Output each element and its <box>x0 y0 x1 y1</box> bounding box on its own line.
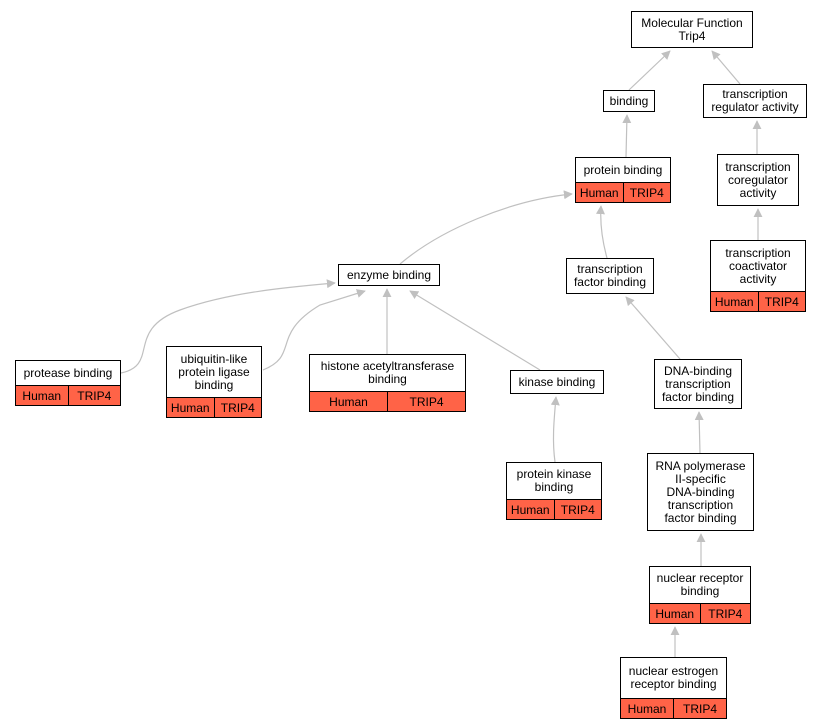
go-term-label: histone acetyltransferase binding <box>320 359 455 386</box>
is-a-edge <box>622 114 632 158</box>
go-term-label: enzyme binding <box>346 267 432 282</box>
is-a-edge <box>262 289 366 371</box>
gene-cell: TRIP4 <box>757 292 806 311</box>
go-term-node[interactable]: Molecular Function Trip4 <box>631 11 753 48</box>
gene-cell: TRIP4 <box>622 183 671 202</box>
gene-cell: TRIP4 <box>673 699 726 718</box>
gene-cell: TRIP4 <box>553 500 602 519</box>
go-term-label: nuclear receptor binding <box>656 571 744 598</box>
go-term-node[interactable]: DNA-binding transcription factor binding <box>654 359 742 409</box>
go-term-node[interactable]: transcription factor binding <box>566 258 654 294</box>
gene-cell: TRIP4 <box>699 604 751 623</box>
go-term-label: kinase binding <box>518 374 596 389</box>
species-cell: Human <box>714 294 754 309</box>
go-term-node[interactable]: RNA polymerase II-specific DNA-binding t… <box>647 453 754 531</box>
go-term-label: Molecular Function Trip4 <box>641 15 743 43</box>
go-term-label: transcription factor binding <box>573 262 647 289</box>
go-term-label: transcription coactivator activity <box>725 245 791 286</box>
go-term-node[interactable]: transcription coregulator activity <box>717 154 799 206</box>
go-term-node[interactable]: transcription regulator activity <box>703 84 807 118</box>
is-a-edge <box>120 279 336 374</box>
is-a-edge <box>596 205 608 259</box>
go-term-node[interactable]: kinase binding <box>510 370 604 394</box>
go-term-node[interactable]: enzyme binding <box>338 264 440 286</box>
go-term-label: transcription regulator activity <box>711 87 799 114</box>
annotation-row: Human TRIP4 <box>310 391 465 411</box>
gene-cell: TRIP4 <box>387 392 465 411</box>
go-term-label: protein kinase binding <box>516 467 592 494</box>
go-term-label: DNA-binding transcription factor binding <box>661 363 735 404</box>
is-a-edge <box>399 190 573 265</box>
is-a-edge <box>711 50 741 85</box>
species-cell: Human <box>510 502 550 517</box>
go-term-label: protease binding <box>23 365 113 380</box>
species-cell: Human <box>329 394 368 409</box>
gene-cell: TRIP4 <box>213 398 262 417</box>
go-term-label: RNA polymerase II-specific DNA-binding t… <box>655 458 746 525</box>
go-term-label: binding <box>609 93 649 108</box>
go-term-label: ubiquitin-like protein ligase binding <box>178 351 250 392</box>
go-term-label: nuclear estrogen receptor binding <box>628 664 719 691</box>
go-term-label: protein binding <box>583 162 663 177</box>
species-cell: Human <box>655 606 695 621</box>
species-cell: Human <box>579 185 619 200</box>
is-a-edge <box>628 50 671 91</box>
is-a-edge <box>694 411 704 454</box>
go-term-node[interactable]: binding <box>603 90 655 112</box>
species-cell: Human <box>170 400 210 415</box>
species-cell: Human <box>22 388 62 403</box>
is-a-edge <box>625 296 681 360</box>
gene-cell: TRIP4 <box>67 386 121 405</box>
species-cell: Human <box>627 701 667 716</box>
annotation-row: Human TRIP4 <box>16 385 120 405</box>
annotation-row: Human TRIP4 <box>621 698 726 718</box>
is-a-edge <box>550 396 560 463</box>
annotation-row: Human TRIP4 <box>650 603 750 623</box>
go-term-label: transcription coregulator activity <box>725 159 791 200</box>
is-a-edge <box>409 290 541 371</box>
